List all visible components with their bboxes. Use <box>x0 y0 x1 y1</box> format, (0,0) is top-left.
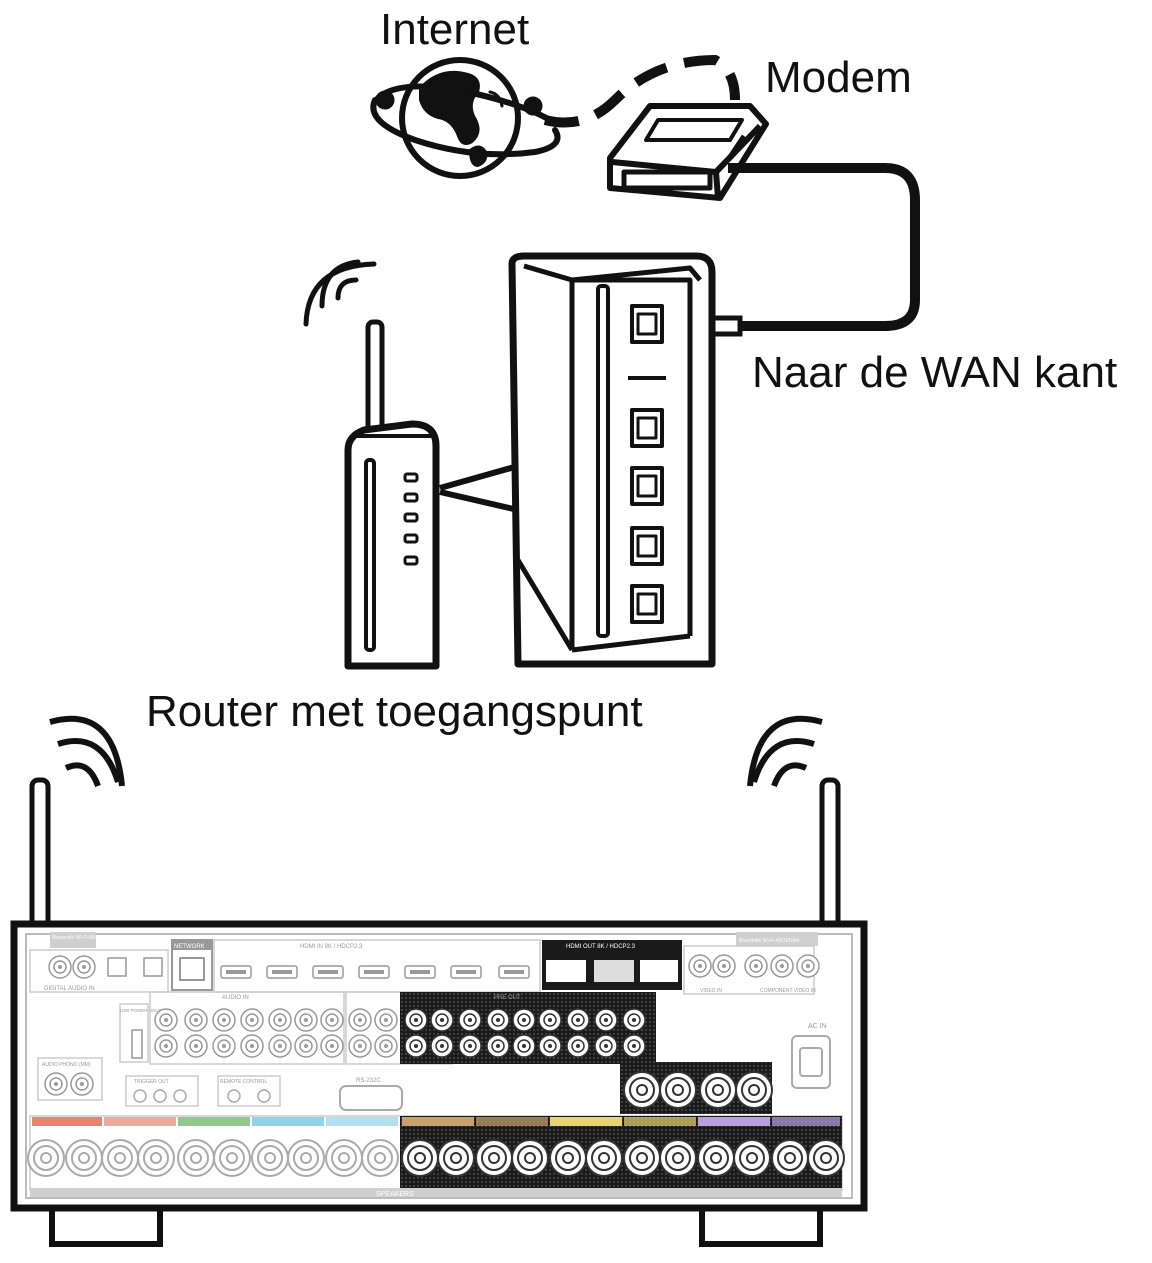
hdmi-out-label: HDMI OUT 8K / HDCP2.3 <box>566 944 636 950</box>
modem-label: Modem <box>765 53 912 102</box>
hdmi-in-label: HDMI IN 8K / HDCP2.3 <box>300 944 363 950</box>
internet-label: Internet <box>380 5 529 54</box>
component-label: COMPONENT VIDEO IN <box>760 988 816 994</box>
wan-label: Naar de WAN kant <box>752 348 1117 397</box>
globe-icon <box>370 57 561 179</box>
rs232-label: RS-232C <box>356 1078 381 1084</box>
wan-cable <box>728 163 920 331</box>
ac-in-label: AC IN <box>808 1023 827 1030</box>
video-in-label: VIDEO IN <box>700 988 722 994</box>
av-receiver-icon: Bluetooth/ Wi-Fi ANTENNA Bluetooth/ Wi-F… <box>10 715 868 1247</box>
digital-audio-label: DIGITAL AUDIO IN <box>44 986 95 992</box>
pre-out-label: PRE OUT <box>494 995 521 1001</box>
callout-wedge <box>439 463 519 513</box>
trigger-label: TRIGGER OUT <box>134 1079 169 1085</box>
speakers-label: SPEAKERS <box>376 1191 414 1198</box>
router-icon <box>303 259 440 670</box>
remote-label: REMOTE CONTROL <box>220 1079 267 1085</box>
lan-port-icon <box>630 408 664 624</box>
router-label: Router met toegangspunt <box>146 687 643 736</box>
antenna-left-label: Bluetooth/ Wi-Fi ANTENNA <box>52 935 113 941</box>
phono-label: AUDIO PHONO (MM) <box>42 1062 91 1068</box>
wifi-icon <box>49 715 125 788</box>
antenna-right <box>819 777 841 931</box>
usb-label: USB POWER ONLY <box>120 1008 161 1013</box>
antenna-left <box>29 777 51 931</box>
audio-in-label: AUDIO IN <box>222 995 249 1001</box>
wifi-icon <box>747 715 823 788</box>
wifi-icon <box>303 259 377 327</box>
antenna-right-label: Bluetooth/ Wi-Fi ANTENNA <box>739 938 800 944</box>
network-label: NETWORK <box>174 944 205 950</box>
wan-port-icon <box>630 304 664 344</box>
modem-icon <box>607 103 769 201</box>
wireless-link-line <box>543 54 740 128</box>
router-back-panel <box>508 252 716 668</box>
